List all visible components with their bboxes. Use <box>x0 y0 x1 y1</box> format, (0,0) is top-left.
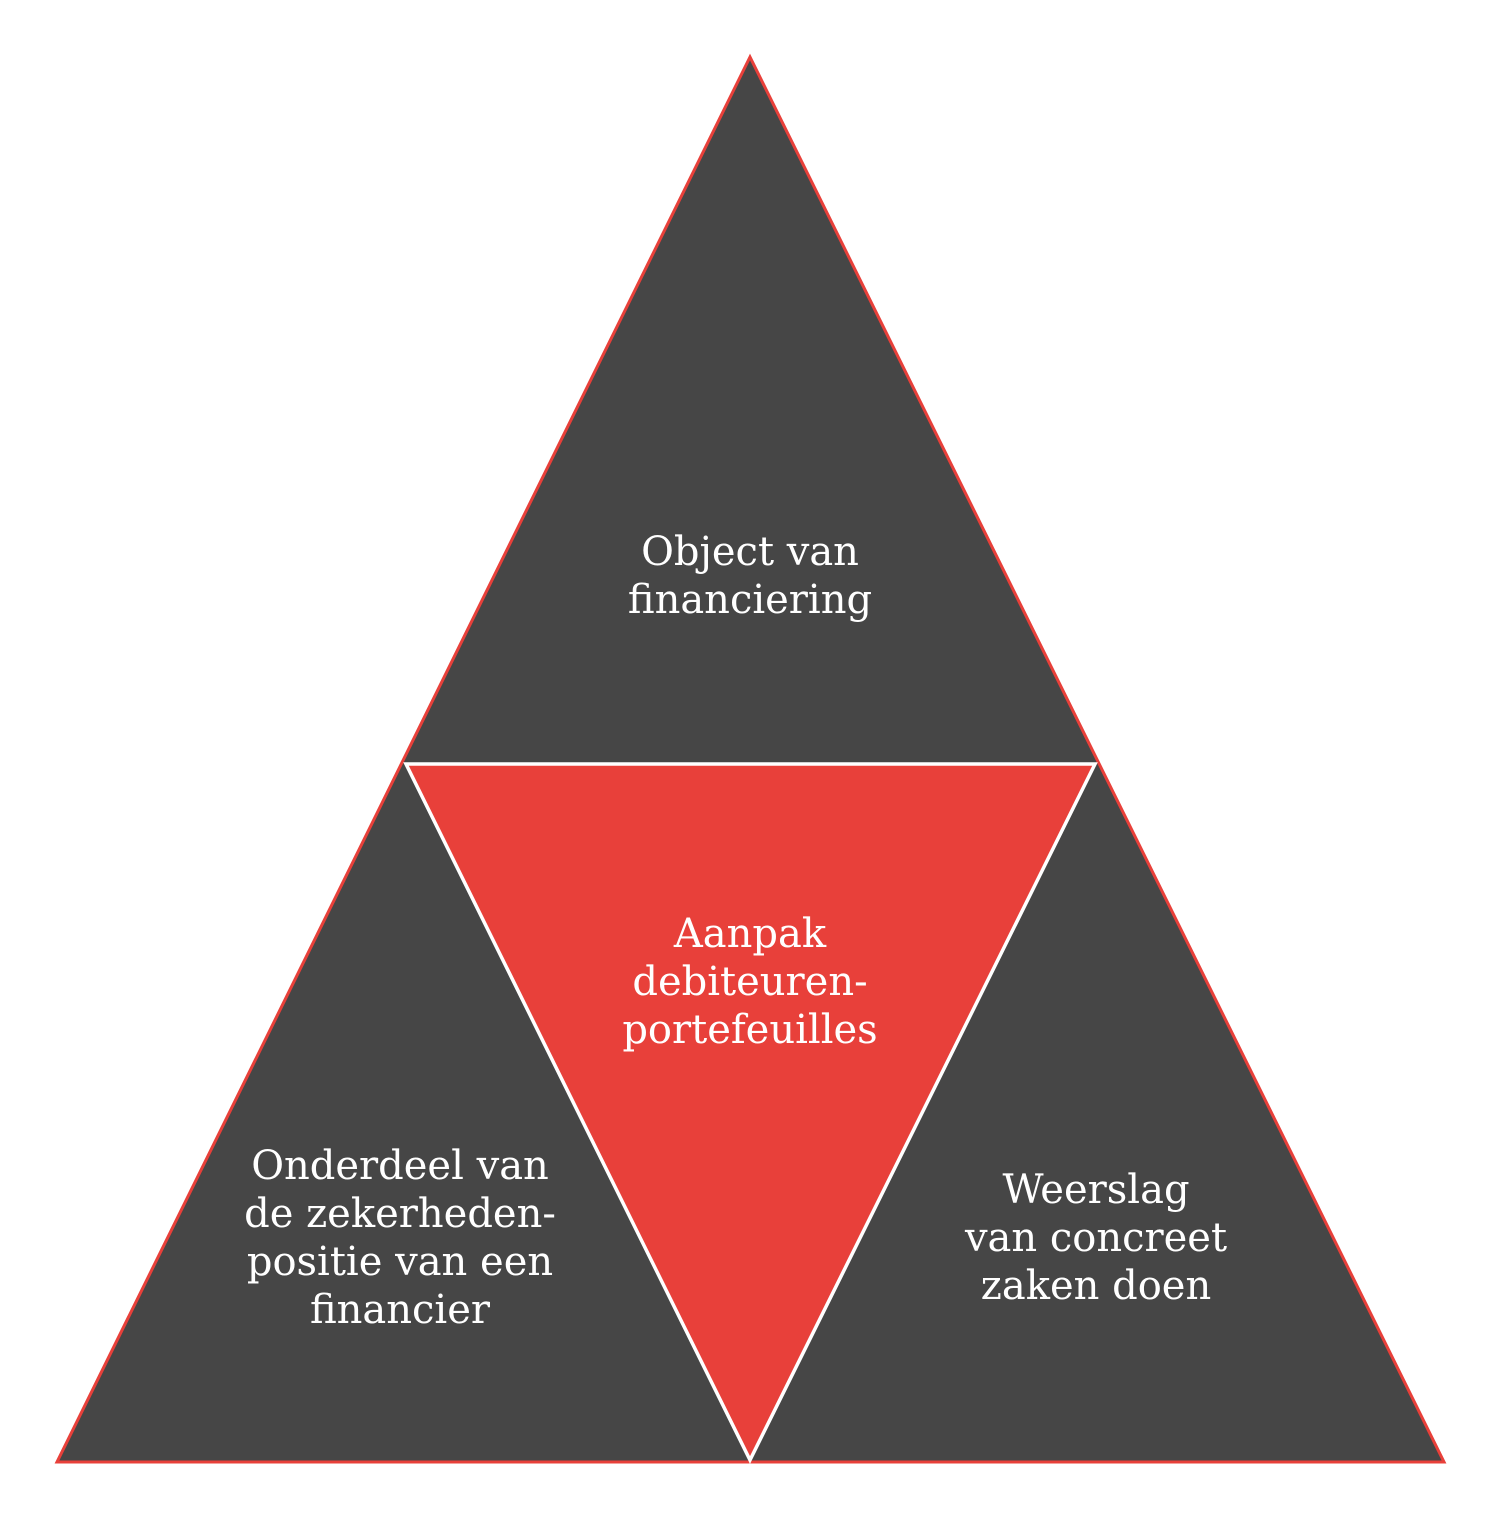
segment-right-line: van concreet <box>964 1215 1228 1261</box>
segment-left-line: positie van een <box>246 1239 554 1285</box>
segment-top-label: Object van financiering <box>500 528 1000 624</box>
segment-center-line: portefeuilles <box>622 1007 878 1053</box>
segment-left-line: financier <box>309 1287 491 1333</box>
segment-left-line: de zekerheden- <box>244 1191 556 1237</box>
segment-center-line: Aanpak <box>673 911 827 957</box>
segment-right-line: zaken doen <box>980 1263 1212 1309</box>
segment-top-line: Object van <box>641 529 859 575</box>
segment-left-label: Onderdeel van de zekerheden- positie van… <box>200 1142 600 1334</box>
segment-right-line: Weerslag <box>1002 1167 1190 1213</box>
segment-center-line: debiteuren- <box>632 959 868 1005</box>
center-triangle <box>403 762 1098 1464</box>
segment-center-label: Aanpak debiteuren- portefeuilles <box>550 910 950 1054</box>
segment-right-label: Weerslag van concreet zaken doen <box>896 1166 1296 1310</box>
segment-left-line: Onderdeel van <box>251 1143 549 1189</box>
segment-top-line: financiering <box>627 577 873 623</box>
